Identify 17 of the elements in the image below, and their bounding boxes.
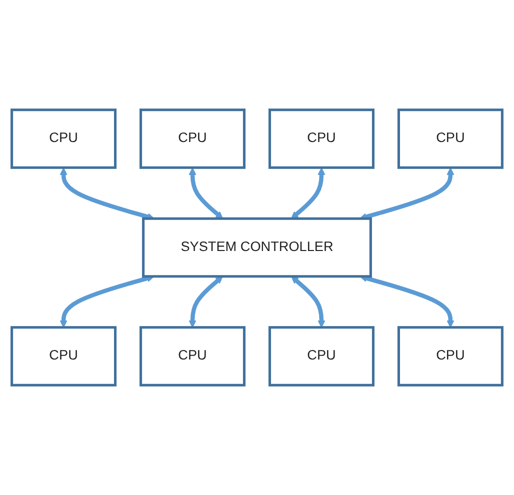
node-box: CPU: [140, 108, 246, 169]
arrow: [359, 168, 454, 220]
node-box: CPU: [140, 326, 246, 386]
node-box: CPU: [10, 108, 117, 169]
node-box: CPU: [10, 326, 117, 386]
node-box: CPU: [397, 326, 504, 386]
arrow: [60, 168, 155, 220]
node-box: CPU: [268, 326, 374, 386]
arrow: [60, 274, 154, 328]
arrow: [188, 168, 224, 219]
arrow: [188, 276, 223, 328]
node-box: CPU: [397, 108, 504, 169]
arrow: [360, 274, 454, 328]
arrow: [291, 276, 326, 328]
arrow: [290, 168, 326, 219]
node-box: CPU: [268, 108, 374, 169]
node-box: SYSTEM CONTROLLER: [142, 217, 372, 278]
